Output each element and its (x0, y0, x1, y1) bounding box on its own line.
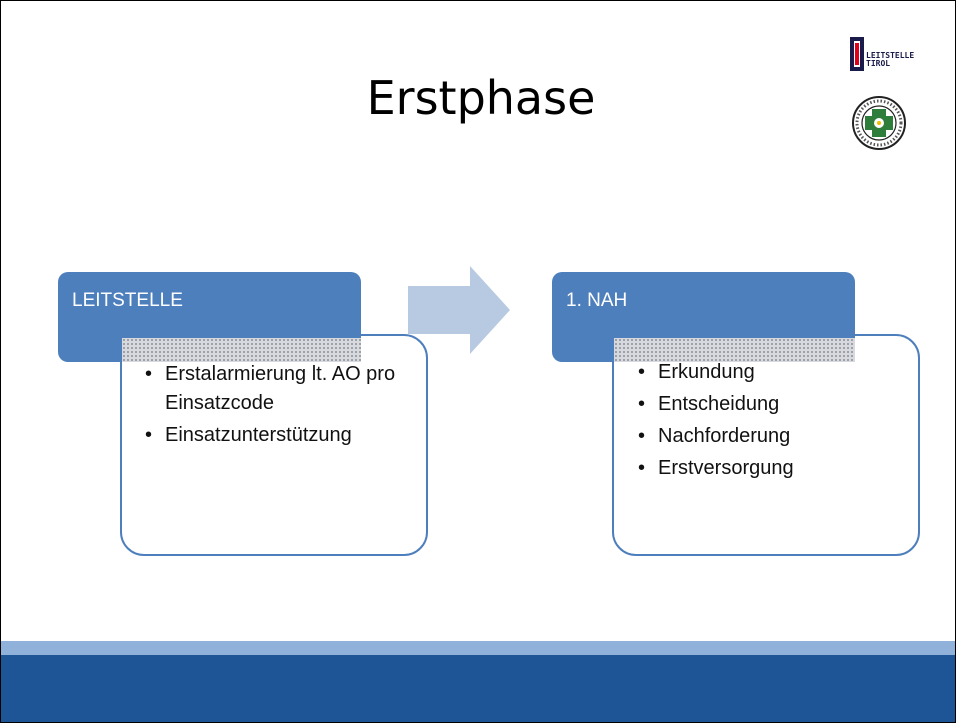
list-item: Erstversorgung (638, 454, 916, 483)
list-item: Einsatzunterstützung (145, 421, 423, 450)
stage-nah-list: Erkundung Entscheidung Nachforderung Ers… (638, 358, 916, 486)
slide-title: Erstphase (366, 71, 596, 125)
list-item: Entscheidung (638, 390, 916, 419)
list-item: Erkundung (638, 358, 916, 387)
stage-nah-label: 1. NAH (566, 290, 628, 311)
footer-band-dark (1, 655, 955, 722)
stage-leitstelle-label: LEITSTELLE (72, 290, 183, 311)
bergrettung-seal-icon (852, 96, 906, 150)
footer-band-light (1, 641, 955, 655)
leitstelle-tirol-logo: LEITSTELLE TIROL (849, 37, 929, 155)
leitstelle-logo-mark-icon (850, 37, 906, 150)
flow-arrow-icon (408, 266, 510, 354)
list-item: Erstalarmierung lt. AO pro Einsatzcode (145, 360, 423, 418)
stage-leitstelle-list: Erstalarmierung lt. AO pro Einsatzcode E… (145, 360, 423, 453)
logo-text: LEITSTELLE TIROL (866, 51, 915, 68)
stage-leitstelle-dots (122, 338, 361, 362)
list-item: Nachforderung (638, 422, 916, 451)
